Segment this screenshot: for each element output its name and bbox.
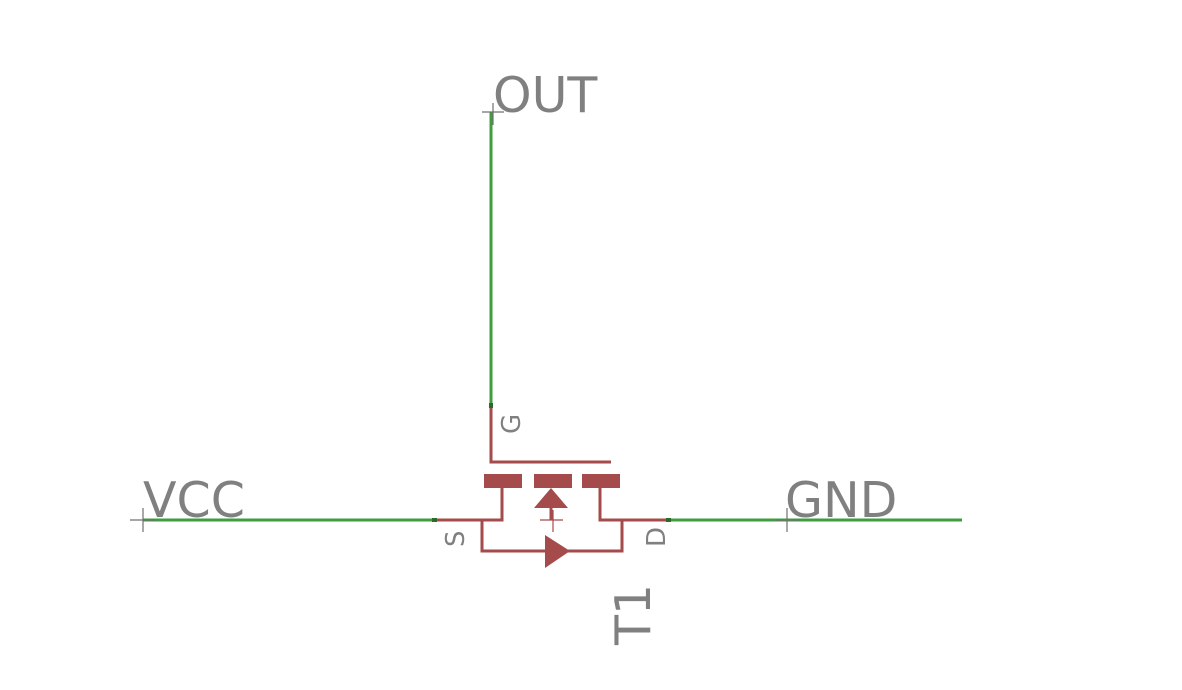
- pin-label-source: S: [441, 530, 471, 547]
- vcc-label-origin: [130, 508, 156, 532]
- channel-body-segment: [534, 474, 572, 488]
- channel-drain-segment: [582, 474, 620, 488]
- net-label-vcc[interactable]: VCC: [143, 472, 245, 529]
- source-lead: [434, 488, 504, 522]
- net-label-gnd[interactable]: GND: [785, 472, 897, 529]
- pin-label-drain: D: [642, 527, 672, 547]
- net-label-out[interactable]: OUT: [493, 67, 598, 124]
- gate-lead: [489, 405, 611, 464]
- gate-pin-point: [489, 403, 493, 408]
- pin-label-gate: G: [497, 414, 527, 434]
- drain-pin-point: [666, 518, 671, 522]
- mosfet-t1-symbol[interactable]: [432, 403, 671, 568]
- drain-lead: [598, 488, 668, 522]
- out-label-origin: [482, 103, 504, 125]
- body-arrow-icon: [534, 488, 568, 508]
- diode-arrow-icon: [545, 535, 570, 568]
- component-name-t1[interactable]: T1: [605, 584, 662, 646]
- gnd-label-origin: [775, 508, 800, 532]
- source-pin-point: [432, 518, 437, 522]
- channel-source-segment: [484, 474, 522, 488]
